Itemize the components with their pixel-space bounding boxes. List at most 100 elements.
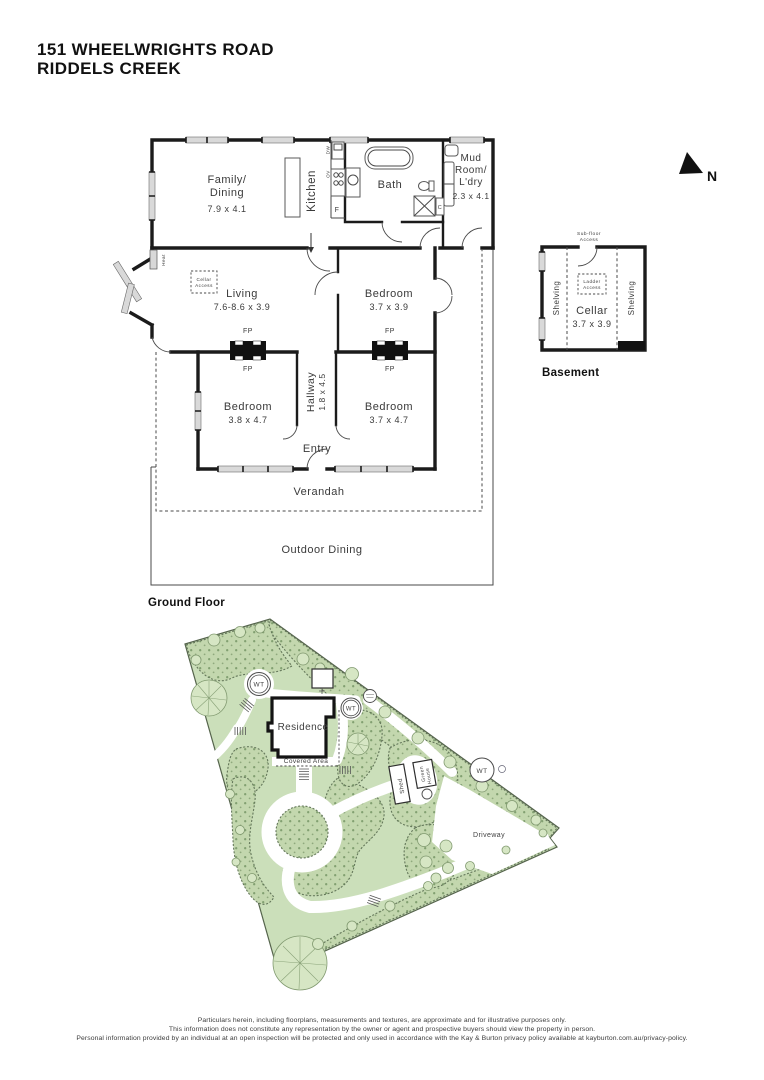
- cellar-access-label-2: Access: [195, 283, 213, 288]
- covered-area: Covered Area: [276, 710, 340, 767]
- garden-lower-left: [230, 776, 275, 905]
- bath-label: Bath: [378, 179, 403, 191]
- bedroom-se-label: Bedroom: [365, 401, 413, 413]
- laundry-trough: [444, 144, 459, 157]
- fp-label: FP: [385, 328, 395, 335]
- kitchen-label: Kitchen: [306, 170, 318, 212]
- shower: [413, 195, 436, 217]
- site-plan: WT WT WT Shed Green: [184, 618, 560, 991]
- door-arcs: [151, 221, 483, 470]
- disclaimer-line3: Personal information provided by an indi…: [76, 1035, 688, 1042]
- water-tank-2: WT: [340, 697, 362, 719]
- ladder-access-label-2: Access: [583, 285, 601, 290]
- heater: Heat: [149, 249, 166, 270]
- gate-mark: [319, 688, 325, 694]
- basement-plan: Ladder Access Sub-floor Access Shelving …: [538, 231, 647, 379]
- basement-walls: [540, 245, 647, 352]
- mud-room-label-3: L'dry: [459, 177, 483, 188]
- family-dining-dims: 7.9 x 4.1: [207, 204, 246, 214]
- bedroom-ne-label: Bedroom: [365, 288, 413, 300]
- fridge-label: F: [335, 207, 340, 214]
- central-garden-bed: [275, 805, 329, 859]
- small-marker-circle: [498, 765, 506, 773]
- cellar-access: Cellar Access: [190, 270, 218, 294]
- subfloor-access-label-1: Sub-floor: [577, 231, 601, 237]
- shed-building: Shed: [388, 763, 411, 805]
- bedroom-se-dims: 3.7 x 4.7: [369, 415, 408, 425]
- disclaimer-line2: This information does not constitute any…: [168, 1026, 596, 1033]
- bedroom-sw-dims: 3.8 x 4.7: [228, 415, 267, 425]
- family-dining-label-1: Family/: [208, 174, 247, 186]
- bathtub: [364, 146, 414, 170]
- residence-label: Residence: [278, 722, 329, 733]
- shelving-left-label: Shelving: [552, 281, 561, 316]
- oven-label: OV: [326, 170, 331, 178]
- island-bench: [284, 157, 301, 218]
- fp-label: FP: [243, 328, 253, 335]
- water-tank-1: WT: [247, 672, 271, 696]
- disclaimer: Particulars herein, including floorplans…: [0, 1016, 764, 1043]
- bedroom-sw-label: Bedroom: [224, 401, 272, 413]
- mud-room-label-1: Mud: [461, 153, 482, 164]
- bath-fixtures: C: [345, 146, 445, 217]
- greenhouse-building: Green House: [412, 758, 437, 790]
- shelving-right-label: Shelving: [627, 281, 636, 316]
- windows: [112, 136, 485, 473]
- large-tree-northwest: [190, 679, 228, 717]
- trees: [190, 622, 548, 991]
- subfloor-access-label-2: Access: [580, 237, 599, 243]
- north-label: N: [707, 168, 717, 184]
- large-tree-south: [272, 935, 328, 991]
- title-line1: 151 WHEELWRIGHTS ROAD: [37, 40, 274, 59]
- stove: [330, 168, 346, 197]
- fp-label: FP: [385, 366, 395, 373]
- living-label: Living: [226, 288, 258, 300]
- ground-floor-walls: [128, 138, 495, 471]
- small-labeled-circle: [363, 689, 377, 703]
- cupboard: C: [435, 197, 445, 216]
- path-bottom: [281, 832, 549, 914]
- dishwasher-label: DW: [326, 146, 331, 155]
- fp-label: FP: [243, 366, 253, 373]
- laundry-fixtures: [443, 144, 459, 207]
- wt2-label: WT: [346, 707, 356, 713]
- tree-east-of-residence: [346, 732, 370, 756]
- room-labels: Family/ Dining 7.9 x 4.1 Kitchen Bath Mu…: [207, 153, 489, 556]
- garden-steps: [234, 698, 382, 907]
- greenhouse-label-1: Green: [419, 765, 428, 782]
- cupboard-label: C: [438, 205, 442, 211]
- garden-structure: [311, 668, 334, 689]
- fireplace-east: FP FP: [372, 328, 408, 373]
- water-tank-3: WT: [469, 757, 495, 783]
- wt3-label: WT: [477, 768, 488, 775]
- verandah-dashed-line: [155, 250, 483, 512]
- outdoor-dining-label: Outdoor Dining: [282, 544, 363, 556]
- mud-room-dims: 2.3 x 4.1: [452, 191, 489, 201]
- stair-arrow: [308, 233, 314, 253]
- disclaimer-line1: Particulars herein, including floorplans…: [197, 1017, 567, 1024]
- hallway-dims: 1.8 x 4.5: [317, 373, 327, 410]
- outdoor-dining-outline: [150, 250, 494, 586]
- heat-label: Heat: [161, 254, 166, 266]
- greenhouse-label-2: House: [425, 767, 434, 784]
- ground-floor-title: Ground Floor: [148, 597, 225, 609]
- verandah-label: Verandah: [293, 486, 344, 498]
- basement-title: Basement: [542, 367, 599, 379]
- ground-floor-plan: DW OV F: [112, 136, 495, 609]
- cellar-label: Cellar: [576, 305, 608, 317]
- family-dining-label-2: Dining: [210, 187, 244, 199]
- wt1-label: WT: [254, 682, 265, 689]
- driveway-area: [432, 776, 555, 874]
- fireplace-west: FP FP: [230, 328, 266, 373]
- covered-area-label: Covered Area: [284, 758, 329, 765]
- driveway-label: Driveway: [473, 832, 505, 839]
- kitchen-fixtures: DW OV F: [284, 140, 346, 219]
- ladder-access-label-1: Ladder: [583, 279, 600, 284]
- cellar-dims: 3.7 x 3.9: [572, 319, 611, 329]
- toilet: [418, 180, 435, 192]
- mud-room-label-2: Room/: [455, 165, 487, 176]
- north-arrow-icon: N: [679, 152, 717, 184]
